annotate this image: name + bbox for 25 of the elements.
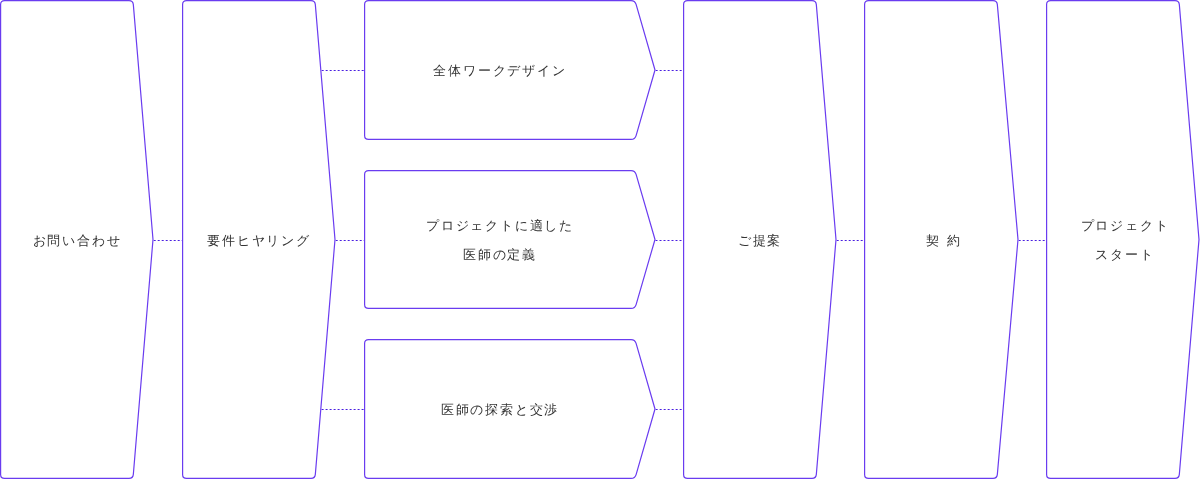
step-label: お問い合わせ	[32, 231, 122, 250]
step-label: プロジェクトに適した医師の定義	[425, 217, 575, 264]
connector-line	[335, 240, 365, 241]
step-label: 契 約	[926, 231, 962, 250]
chevron-box	[364, 0, 656, 141]
chevron-box	[182, 0, 336, 480]
connector-line	[1018, 240, 1047, 241]
connector-line	[655, 240, 684, 241]
chevron-box	[683, 0, 837, 480]
step-label: 医師の探索と交渉	[440, 400, 560, 419]
step-label: プロジェクトスタート	[1079, 217, 1171, 264]
chevron-box	[864, 0, 1019, 480]
chevron-box	[364, 339, 656, 480]
step-label: ご提案	[737, 231, 783, 250]
step-label: 全体ワークデザイン	[433, 61, 567, 80]
step-label: 要件ヒヤリング	[207, 231, 311, 250]
chevron-box	[1046, 0, 1200, 480]
chevron-box	[364, 170, 656, 310]
connector-line	[153, 240, 183, 241]
connector-line	[836, 240, 865, 241]
connector-line	[655, 70, 684, 71]
connector-line	[321, 409, 365, 410]
chevron-box	[0, 0, 154, 480]
connector-line	[321, 70, 365, 71]
connector-line	[655, 409, 684, 410]
